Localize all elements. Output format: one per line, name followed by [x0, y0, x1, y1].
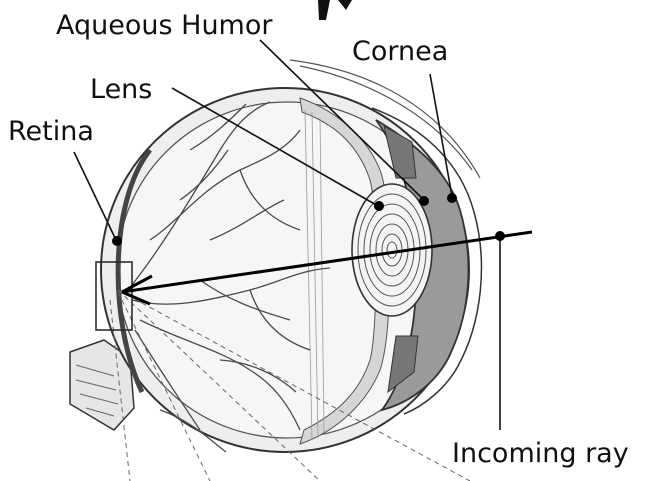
cropped-title-fragment [318, 0, 352, 20]
label-incoming-ray: Incoming ray [452, 438, 629, 469]
label-cornea: Cornea [352, 36, 448, 67]
retina-dot [112, 236, 122, 246]
label-aqueous-humor: Aqueous Humor [56, 10, 273, 41]
lens-dot [374, 201, 384, 211]
label-retina: Retina [8, 116, 94, 147]
cornea-dot [447, 193, 457, 203]
label-lens: Lens [90, 74, 152, 105]
aqueous-dot [419, 196, 429, 206]
ray-dot [495, 231, 505, 241]
